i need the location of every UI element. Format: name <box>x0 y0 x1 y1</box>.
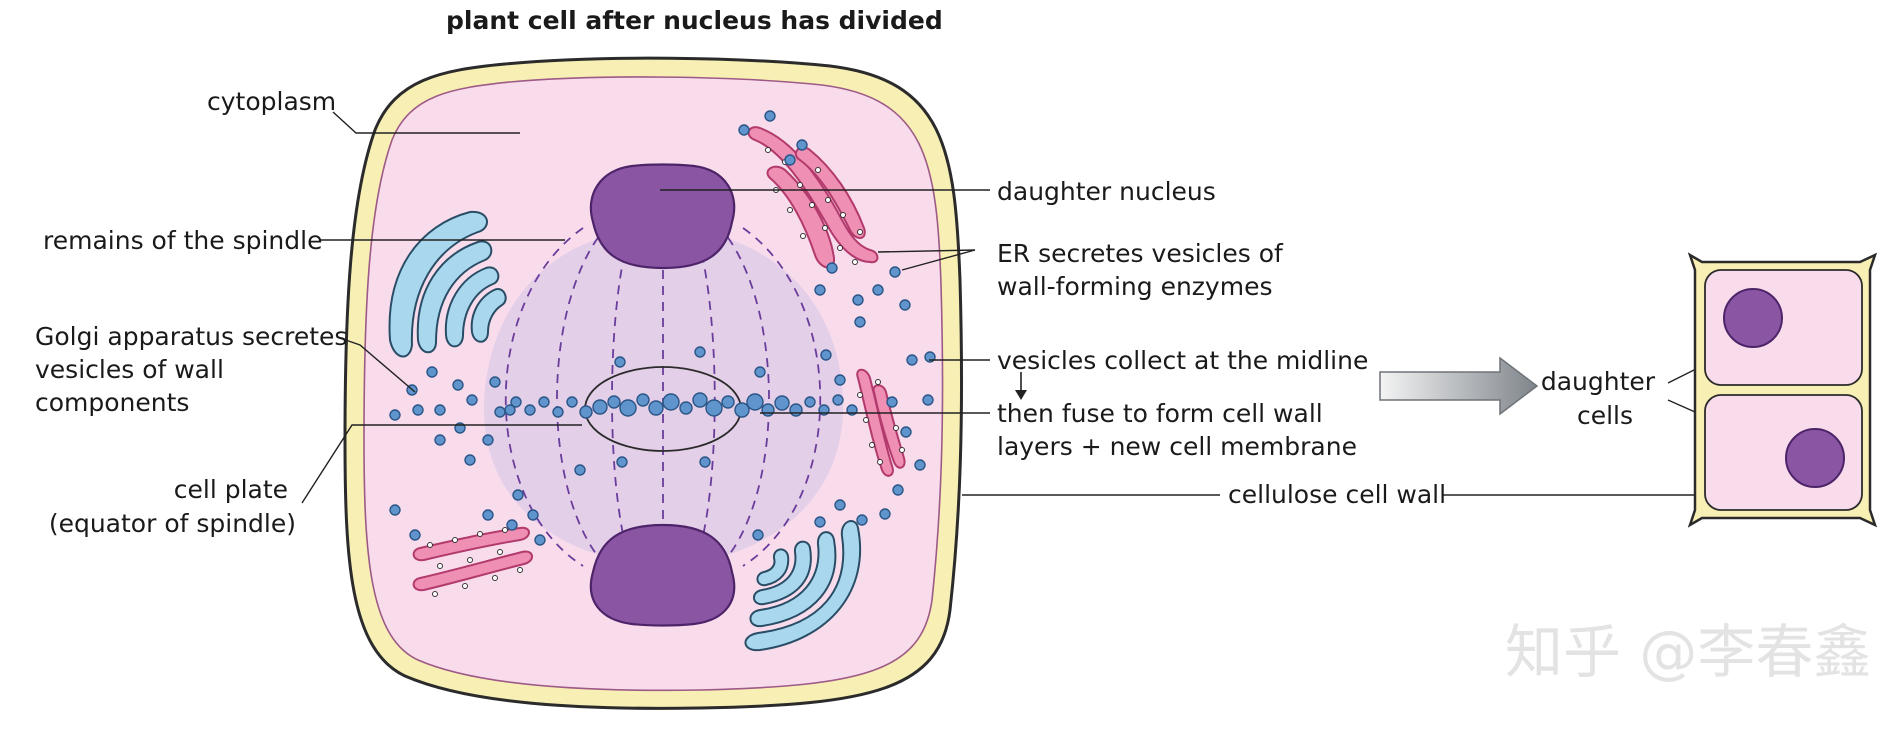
golgi-apparatus-lower <box>744 520 862 652</box>
watermark: 知乎 @李春鑫 <box>1505 618 1871 686</box>
daughter-cell-nucleus-bottom <box>1785 428 1845 488</box>
spindle-region <box>483 228 844 566</box>
label-cell-plate: cell plate (equator of spindle) <box>49 475 296 538</box>
label-vesicles-collect: vesicles collect at the midline <box>997 346 1368 375</box>
label-fuse: then fuse to form cell wall layers + new… <box>997 399 1357 461</box>
er-lower-left <box>412 526 533 597</box>
golgi-apparatus-upper <box>388 210 507 358</box>
labels: cytoplasm remains of the spindle Golgi a… <box>35 87 1663 538</box>
er-right <box>856 368 906 477</box>
er-upper <box>747 126 879 269</box>
daughter-nucleus-top <box>589 163 736 270</box>
daughter-nucleus-bottom <box>589 523 736 627</box>
label-cellulose-wall: cellulose cell wall <box>1228 480 1446 509</box>
label-golgi: Golgi apparatus secretes vesicles of wal… <box>35 322 355 417</box>
right-arrow-icon <box>1379 356 1539 416</box>
label-remains-spindle: remains of the spindle <box>43 226 322 255</box>
label-daughter-cells: daughter cells <box>1541 367 1663 430</box>
label-daughter-nucleus: daughter nucleus <box>997 177 1216 206</box>
label-er: ER secretes vesicles of wall-forming enz… <box>997 239 1291 301</box>
label-cytoplasm: cytoplasm <box>207 87 336 116</box>
plant-cell <box>343 56 964 710</box>
down-arrow-icon <box>1015 372 1027 400</box>
daughter-cells <box>1687 252 1878 528</box>
daughter-cell-nucleus-top <box>1723 288 1783 348</box>
diagram-title: plant cell after nucleus has divided <box>446 6 943 35</box>
